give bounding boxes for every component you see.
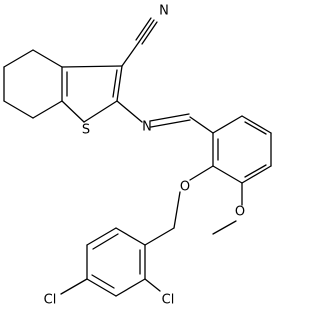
cyclohexene-ring: [3, 49, 68, 119]
dichlorobenzyl-ring: [60, 227, 175, 297]
thiophene-ring: [61, 65, 123, 123]
central-benzene-ring: [212, 115, 272, 184]
atom-labels: N S N O O Cl Cl: [44, 4, 245, 308]
imine-nitrogen-label: N: [142, 120, 152, 135]
ether-methoxy-groups: [173, 165, 243, 235]
thiophene-sulfur-label: S: [82, 123, 90, 138]
chloro-para-label: Cl: [44, 293, 57, 308]
chloro-ortho-label: Cl: [162, 293, 175, 308]
imine-linkage: [116, 100, 214, 134]
chemical-structure: N S N O O Cl Cl: [3, 4, 272, 308]
nitrile-group: [121, 17, 158, 67]
nitrile-nitrogen-label: N: [159, 4, 169, 19]
methoxy-oxygen-label: O: [235, 205, 245, 220]
ether-oxygen-label: O: [180, 180, 190, 195]
